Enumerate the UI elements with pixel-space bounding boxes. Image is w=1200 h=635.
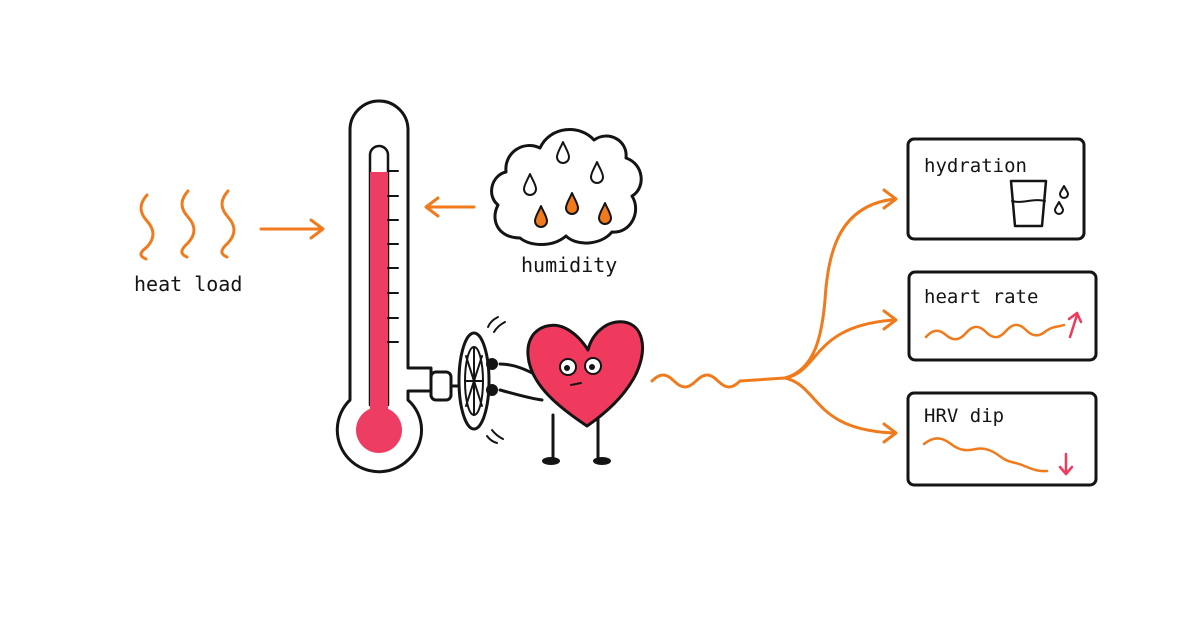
thermometer-icon [335, 99, 470, 474]
hrv-wave [922, 437, 1049, 473]
heart-output-arrows [650, 188, 898, 444]
humidity-label: humidity [521, 253, 618, 277]
heat-waves-icon [139, 189, 236, 261]
humidity-arrow [424, 196, 476, 218]
heart-rate-panel [907, 270, 1098, 362]
water-glass-icon [1009, 179, 1069, 228]
valve-wheel-icon [457, 316, 506, 444]
heat-arrow [259, 218, 325, 240]
heat-load-label: heat load [134, 272, 243, 296]
heart-character-icon [486, 320, 644, 465]
hrv-dip-panel [906, 391, 1098, 487]
hrv-dip-label: HRV dip [924, 405, 1005, 427]
heart-rate-label: heart rate [924, 286, 1039, 308]
hydration-panel [906, 137, 1086, 241]
arrow-down-icon [1058, 452, 1074, 476]
rain-cloud-icon [490, 128, 643, 246]
arrow-up-icon [1067, 311, 1083, 339]
hydration-label: hydration [924, 155, 1027, 177]
heart-rate-wave [924, 323, 1066, 341]
